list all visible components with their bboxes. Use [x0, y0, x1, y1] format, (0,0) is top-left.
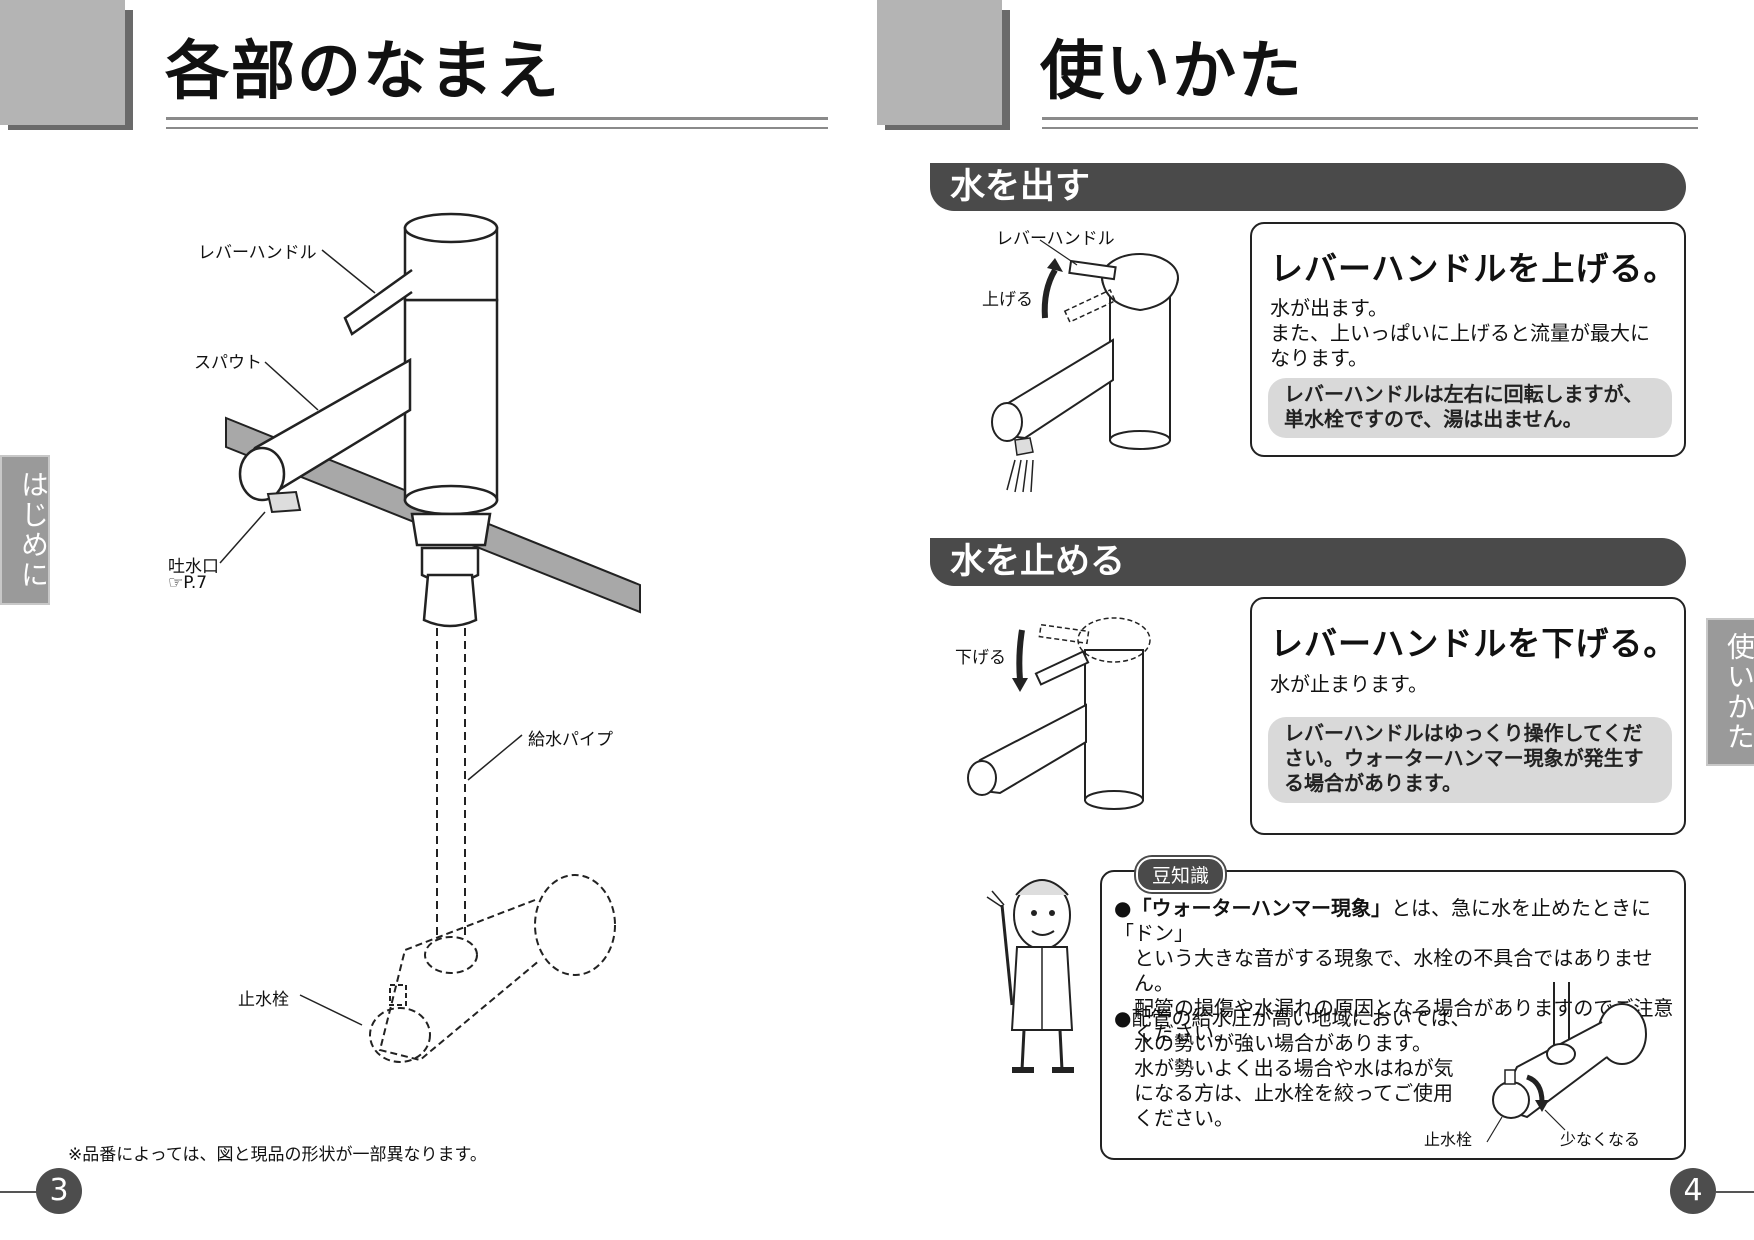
- text-line: 配管の損傷や水漏れの原因となる場合がありますのでご注意: [1134, 996, 1674, 1020]
- label-lever-handle: レバーハンドル: [198, 243, 317, 263]
- stop-valve-figure: [1486, 982, 1647, 1143]
- text-line: ください。: [1134, 1021, 1234, 1045]
- text-line: 水が勢いよく出る場合や水はねが気: [1134, 1056, 1454, 1080]
- label-supply-pipe: 給水パイプ: [528, 730, 613, 750]
- page-num-line-right: [1716, 1191, 1754, 1193]
- label-stop-valve: 止水栓: [238, 990, 289, 1010]
- side-tab-tsukaikata[interactable]: 使いかた: [1706, 618, 1754, 766]
- title-block: [0, 0, 125, 125]
- tips-bullet-2: ●配管の給水圧が高い地域においては、 水の勢いが強い場合があります。 水が勢いよ…: [1114, 1006, 1470, 1131]
- fig-label-stop-valve: 止水栓: [1424, 1130, 1473, 1149]
- text-line: 水が出ます。: [1270, 296, 1388, 320]
- scientist-mascot-illustration: [986, 879, 1074, 1073]
- text-line: という大きな音がする現象で、水栓の不具合ではありません。: [1134, 946, 1653, 995]
- instruction-box-lower: レバーハンドルを下げる。 水が止まります。 レバーハンドルはゆっくり操作してくだ…: [1250, 597, 1686, 835]
- text-line: になる方は、止水栓を絞ってご使用: [1134, 1081, 1453, 1105]
- section-heading-water-on: 水を出す: [930, 163, 1686, 211]
- faucet-lower-lever-figure: [967, 617, 1151, 810]
- bullet-dot: ●: [1114, 896, 1132, 920]
- title-rule: [166, 117, 828, 120]
- title-rule-right: [1042, 117, 1698, 120]
- instruction-box-raise: レバーハンドルを上げる。 水が出ます。 また、上いっぱいに上げると流量が最大に …: [1250, 222, 1686, 457]
- faucet-parts-diagram: [219, 212, 641, 1063]
- page-title: 各部のなまえ: [165, 35, 561, 109]
- side-tab-hajimeni[interactable]: はじめに: [0, 455, 50, 605]
- footnote: ※品番によっては、図と現品の形状が一部異なります。: [68, 1145, 487, 1165]
- text-line: 水の勢いが強い場合があります。: [1134, 1031, 1432, 1055]
- text-line: レバーハンドルは左右に回転しますが、: [1284, 382, 1644, 406]
- note-pill-raise: レバーハンドルは左右に回転しますが、 単水栓ですので、湯は出ません。: [1268, 378, 1672, 438]
- box-text-lower: 水が止まります。: [1270, 672, 1428, 696]
- tips-tag: 豆知識: [1136, 857, 1226, 892]
- tips-box: ●「ウォーターハンマー現象」とは、急に水を止めたときに「ドン」 という大きな音が…: [1100, 870, 1686, 1160]
- text-line: 単水栓ですので、湯は出ません。: [1284, 407, 1583, 431]
- text-line: る場合があります。: [1284, 771, 1462, 795]
- text-line: ●配管の給水圧が高い地域においては、: [1114, 1006, 1471, 1030]
- page-number-3: 3: [36, 1168, 82, 1214]
- term-water-hammer: 「ウォーターハンマー現象」: [1131, 896, 1392, 920]
- box-text-raise: 水が出ます。 また、上いっぱいに上げると流量が最大に なります。: [1270, 296, 1650, 371]
- page-title-right: 使いかた: [1040, 35, 1304, 109]
- fig-label-less: 少なくなる: [1560, 1130, 1641, 1149]
- box-title-lower: レバーハンドルを下げる。: [1270, 624, 1678, 663]
- text-line: なります。: [1270, 346, 1368, 370]
- note-pill-lower: レバーハンドルはゆっくり操作してくだ さい。ウォーターハンマー現象が発生す る場…: [1268, 717, 1672, 803]
- tips-bullet-1: ●「ウォーターハンマー現象」とは、急に水を止めたときに「ドン」 という大きな音が…: [1114, 896, 1684, 1046]
- page-number-4: 4: [1670, 1168, 1716, 1214]
- title-rule-right-2: [1042, 127, 1698, 129]
- section-heading-water-off: 水を止める: [930, 538, 1686, 586]
- faucet-raise-lever-figure: [991, 239, 1179, 493]
- box-title-raise: レバーハンドルを上げる。: [1270, 249, 1678, 288]
- label-outlet: 吐水口: [168, 557, 219, 577]
- title-rule-2: [166, 127, 828, 129]
- fig-label-lever: レバーハンドル: [996, 229, 1115, 249]
- tips-bullet1-line1: ●「ウォーターハンマー現象」とは、急に水を止めたときに「ドン」: [1114, 896, 1684, 946]
- title-block-right: [877, 0, 1002, 125]
- label-outlet-ref[interactable]: ☞P.7: [168, 573, 208, 593]
- text-line: とは、急に水を止めたときに「ドン」: [1114, 896, 1652, 945]
- label-spout: スパウト: [194, 353, 262, 373]
- fig-label-raise: 上げる: [982, 290, 1033, 310]
- text-line: さい。ウォーターハンマー現象が発生す: [1284, 746, 1644, 770]
- text-line: レバーハンドルはゆっくり操作してくだ: [1284, 721, 1643, 745]
- fig-label-lower: 下げる: [955, 648, 1006, 668]
- text-line: ください。: [1134, 1106, 1234, 1130]
- text-line: また、上いっぱいに上げると流量が最大に: [1270, 321, 1650, 345]
- page-num-line-left: [0, 1191, 38, 1193]
